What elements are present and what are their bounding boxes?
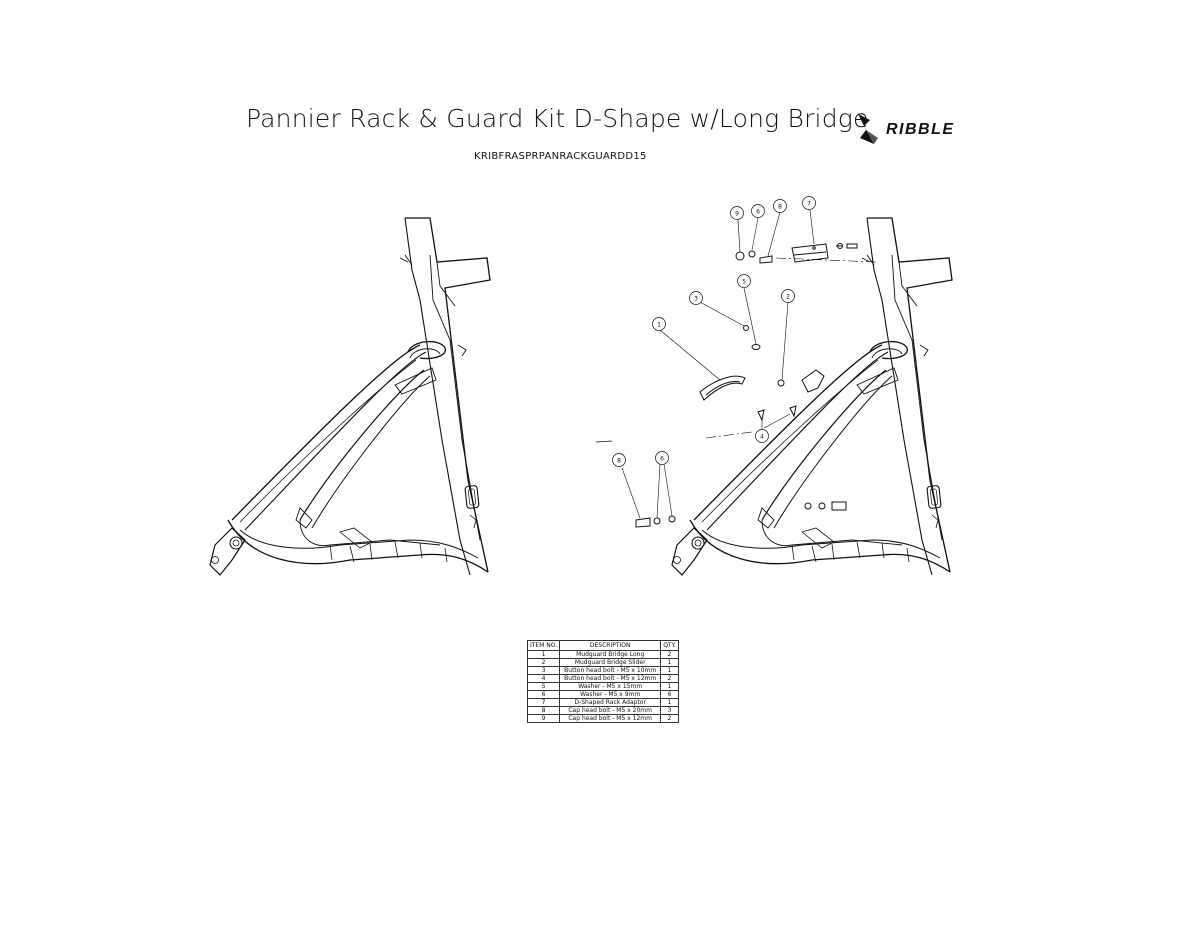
bom-description: Cap head bolt - M5 x 12mm: [559, 714, 662, 723]
bom-qty: 2: [660, 714, 679, 723]
balloon-5: [737, 274, 751, 288]
bom-item-no: 9: [526, 714, 561, 723]
svg-text:8: 8: [778, 204, 782, 211]
bom-qty: 6: [660, 690, 679, 699]
bom-description: Mudguard Bridge Slider: [559, 658, 662, 667]
svg-text:5: 5: [742, 279, 746, 286]
drawing-title: Pannier Rack & Guard Kit D-Shape w/Long …: [246, 104, 869, 133]
balloon-2: [781, 289, 795, 303]
svg-text:9: 9: [735, 211, 739, 218]
bom-header-item: ITEM NO.: [526, 640, 561, 651]
bom-header-qty: QTY.: [660, 640, 679, 651]
svg-text:4: 4: [760, 434, 764, 441]
balloon-3: [689, 291, 703, 305]
assembled-frame-view: [209, 217, 491, 576]
brand-name: RIBBLE: [886, 121, 955, 138]
bom-qty: 1: [660, 682, 679, 691]
bom-header-description: DESCRIPTION: [559, 640, 662, 651]
bom-header-row: ITEM NO. DESCRIPTION QTY.: [526, 640, 679, 651]
part-number: KRIBFRASPRPANRACKGUARDD15: [474, 151, 647, 162]
bom-item-no: 3: [526, 666, 561, 675]
balloon-8: [773, 199, 787, 213]
bom-item-no: 6: [526, 690, 561, 699]
bom-description: Button head bolt - M5 x 10mm: [559, 666, 662, 675]
bom-qty: 1: [660, 698, 679, 707]
bom-qty: 3: [660, 706, 679, 715]
bom-item-no: 1: [526, 650, 561, 659]
ribble-logo-icon: [858, 114, 878, 144]
balloon-7: [802, 196, 816, 210]
balloon-4: [755, 429, 769, 443]
svg-text:2: 2: [786, 294, 790, 301]
balloon-6: [751, 204, 765, 218]
bom-description: Washer - M5 x 9mm: [559, 690, 662, 699]
balloon-6-lower: [655, 451, 669, 465]
bom-description: D-Shaped Rack Adaptor: [559, 698, 662, 707]
bom-item-no: 2: [526, 658, 561, 667]
bom-qty: 1: [660, 666, 679, 675]
balloon-8-lower: [612, 453, 626, 467]
svg-text:6: 6: [756, 209, 760, 216]
svg-text:3: 3: [694, 296, 698, 303]
svg-text:8: 8: [617, 458, 621, 465]
bom-item-no: 7: [526, 698, 561, 707]
bom-qty: 2: [660, 674, 679, 683]
bom-item-no: 5: [526, 682, 561, 691]
bom-description: Washer - M5 x 15mm: [559, 682, 662, 691]
bom-description: Button head bolt - M5 x 12mm: [559, 674, 662, 683]
bom-qty: 1: [660, 658, 679, 667]
bom-description: Cap head bolt - M5 x 20mm: [559, 706, 662, 715]
balloon-1: [652, 317, 666, 331]
bom-description: Mudguard Bridge Long: [559, 650, 662, 659]
exploded-frame-view: [671, 217, 953, 576]
bom-item-no: 8: [526, 706, 561, 715]
bom-item-no: 4: [526, 674, 561, 683]
svg-text:6: 6: [660, 456, 664, 463]
svg-text:1: 1: [657, 322, 661, 329]
balloon-9: [730, 206, 744, 220]
bom-qty: 2: [660, 650, 679, 659]
svg-text:7: 7: [807, 201, 811, 208]
